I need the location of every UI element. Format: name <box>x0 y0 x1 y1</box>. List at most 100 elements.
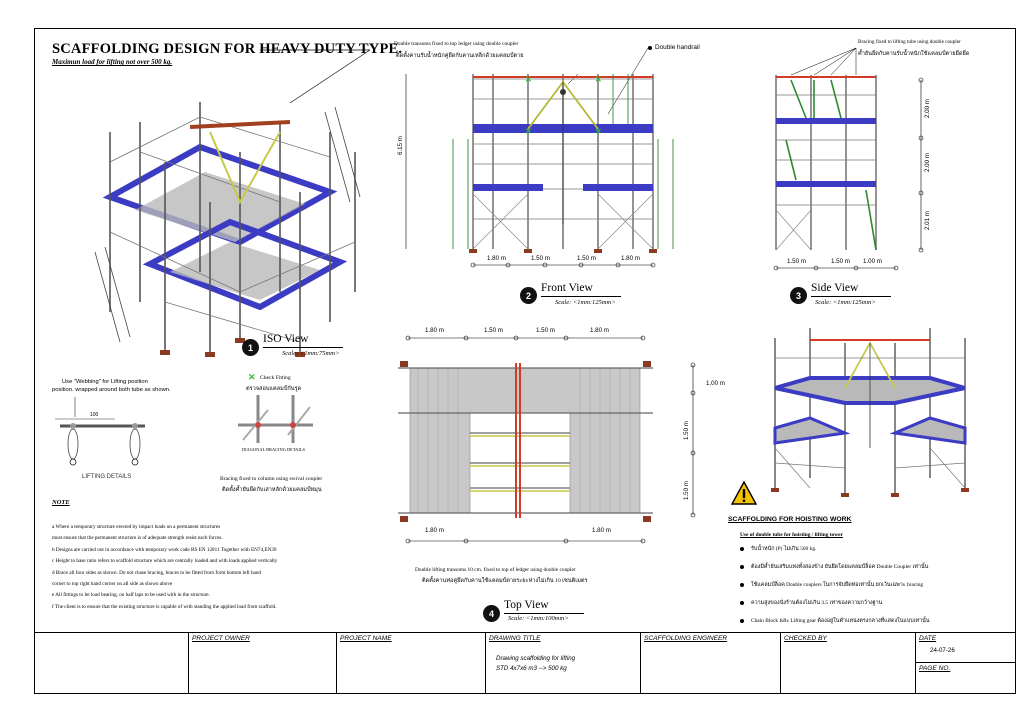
front-bay-dim: 1.80 m <box>621 255 640 262</box>
hoisting-tower-drawing <box>771 328 969 497</box>
note-item: e All fittings to be load bearing, on ha… <box>52 592 210 599</box>
top-row-dim: 1.50 m <box>683 481 690 500</box>
hoisting-item: ต้องมีค้ำยันเสริมแทงทั้งสองข้าง ยันยึดโด… <box>740 563 928 571</box>
note-label: NOTE <box>52 499 70 506</box>
hoisting-item: ความสูงของนั่งร้านต้องไม่เกิน 3.5 เท่าขอ… <box>740 599 882 607</box>
top-bottom-dim: 1.80 m <box>592 527 611 534</box>
front-view-underline <box>541 296 621 297</box>
lifting-transoms-note: Double lifting transoms 10 cm. fixed to … <box>415 567 576 573</box>
webbing-note-2: position. wrapped around both tube as sh… <box>52 387 171 393</box>
drawing-subtitle: Maximun load for lifting not over 500 kg… <box>52 58 173 66</box>
side-bracing-note: Bracing fixed to lifting tube using doub… <box>858 39 961 45</box>
top-view-underline <box>504 613 584 614</box>
bracing-column-thai: ติดตั้งค้ำยันยึดกับเสาหลักด้วยแคลมป์หมุน <box>222 487 322 493</box>
drawing-title-line2: STD 4x7x6 m3 --> 500 kg <box>496 665 567 672</box>
svg-text:✕: ✕ <box>525 75 532 84</box>
note-item: c Height to base ratio refers to scaffol… <box>52 558 278 565</box>
date-value: 24-07-26 <box>930 647 955 654</box>
checked-by-label: CHECKED BY <box>784 635 827 642</box>
side-height-dim: 2.01 m <box>924 211 931 230</box>
iso-view-drawing <box>94 102 361 357</box>
project-owner-label: PROJECT OWNER <box>192 635 250 642</box>
project-name-label: PROJECT NAME <box>340 635 392 642</box>
side-view-title: Side View <box>811 282 859 294</box>
check-fitting-label: Check Fitting <box>260 375 291 381</box>
lifting-transoms-thai: ติดตั้งคานท่อคู่ยึดกับคานใช้แคลมป์ตายระย… <box>422 578 588 584</box>
svg-text:✕: ✕ <box>595 127 602 136</box>
side-bay-dim: 1.50 m <box>831 258 850 265</box>
side-bracing-thai: ค้ำยันยึดกับคานรับน้ำหนักใช้แคลมป์ตายยึด… <box>858 51 970 57</box>
top-view-drawing <box>398 335 696 544</box>
iso-view-scale: Scale: <1mm:75mm> <box>282 350 340 357</box>
webbing-dimension: 100 <box>90 412 99 418</box>
svg-text:✕: ✕ <box>525 127 532 136</box>
double-transoms-note: Double transoms fixed to top ledger usin… <box>394 41 519 47</box>
title-leader-line <box>260 49 371 104</box>
top-bay-dim: 1.80 m <box>590 327 609 334</box>
front-bay-dim: 1.50 m <box>577 255 596 262</box>
top-bay-dim: 1.50 m <box>536 327 555 334</box>
side-view-scale: Scale: <1mm:125mm> <box>815 299 876 306</box>
drawing-sheet <box>34 28 1016 694</box>
top-view-title: Top View <box>504 599 549 611</box>
page-no-label: PAGE NO. <box>919 665 951 672</box>
front-view-drawing: ✕ ✕ ✕ ✕ <box>405 46 674 268</box>
side-height-dim: 2.00 m <box>924 99 931 118</box>
engineer-label: SCAFFOLDING ENGINEER <box>644 635 728 642</box>
side-view-drawing <box>773 47 924 271</box>
titleblock-divider <box>780 632 781 693</box>
drawing-title-line1: Drawing scaffolding for lifting <box>496 655 576 662</box>
iso-structure <box>94 102 361 357</box>
note-item: corner to top right hand corner on all s… <box>52 581 173 588</box>
note-item: f The client is to ensure that the exist… <box>52 603 277 610</box>
hoisting-item: ใช้แคลมป์ล็อค Double couplers ในการจับยึ… <box>740 581 923 589</box>
front-height-dimension: 6.15 m <box>397 136 404 155</box>
side-bay-dim: 1.00 m <box>863 258 882 265</box>
side-view-badge: 3 <box>790 287 807 304</box>
front-view-badge: 2 <box>520 287 537 304</box>
date-label: DATE <box>919 635 937 642</box>
iso-view-title: ISO View <box>263 333 309 345</box>
front-view-scale: Scale: <1mm:125mm> <box>555 299 616 306</box>
iso-view-underline <box>263 347 343 348</box>
hoisting-item: Chain Block และ Lifting gear ต้องอยู่ในต… <box>740 617 930 625</box>
hoisting-subtitle: Use of double tube for hoisting / liftin… <box>740 532 843 538</box>
side-height-dim: 2.00 m <box>924 153 931 172</box>
titleblock-divider <box>188 632 189 693</box>
bracing-column-note: Bracing fixed to column using swival cou… <box>220 476 323 482</box>
titleblock-divider <box>485 632 486 693</box>
double-handrail-label: Double handrail <box>655 44 700 51</box>
top-bottom-dim: 1.80 m <box>425 527 444 534</box>
svg-text:✕: ✕ <box>595 75 602 84</box>
titleblock-divider <box>336 632 337 693</box>
diagonal-bracing-drawing <box>238 395 313 443</box>
note-item: b Designs are carried out in accordance … <box>52 546 277 553</box>
top-view-scale: Scale: <1mm:100mm> <box>508 615 569 622</box>
top-row-dim: 1.50 m <box>683 421 690 440</box>
warning-icon <box>730 480 758 505</box>
lifting-details-drawing <box>55 397 145 466</box>
drawing-title: SCAFFOLDING DESIGN FOR HEAVY DUTY TYPE. <box>52 41 403 57</box>
titleblock-divider <box>640 632 641 693</box>
lifting-details-label: LIFTING DETAILS <box>82 474 132 480</box>
note-item: a Where a temporary structure erected by… <box>52 524 221 530</box>
front-view-title: Front View <box>541 282 593 294</box>
hoisting-item: รับน้ำหนัก (P) ไม่เกิน 500 kg. <box>740 545 816 553</box>
top-bay-dim: 1.50 m <box>484 327 503 334</box>
drawing-title-label: DRAWING TITLE <box>489 635 541 642</box>
webbing-note-1: Use "Webbing" for Lifting position <box>62 379 148 385</box>
side-view-underline <box>811 296 891 297</box>
top-row-dim: 1.00 m <box>706 380 725 387</box>
front-bay-dim: 1.50 m <box>531 255 550 262</box>
top-view-badge: 4 <box>483 605 500 622</box>
check-fitting-icon: ✕ <box>248 372 256 382</box>
side-bay-dim: 1.50 m <box>787 258 806 265</box>
double-transoms-thai: ติดตั้งคานรับน้ำหนักคู่ยึดกับคานเหล็กด้ว… <box>396 53 524 59</box>
check-fitting-thai: ตรวจสอบแคลมป์กันรูด <box>246 386 302 392</box>
front-bay-dim: 1.80 m <box>487 255 506 262</box>
notes-list: a Where a temporary structure erected by… <box>52 522 382 613</box>
note-item: d Brace all four sides as shown. Do not … <box>52 569 262 576</box>
titleblock-top-border <box>34 632 1015 633</box>
hoisting-title: SCAFFOLDING FOR HOISTING WORK <box>728 516 852 523</box>
note-item: must ensure that the permanent structure… <box>52 535 223 542</box>
